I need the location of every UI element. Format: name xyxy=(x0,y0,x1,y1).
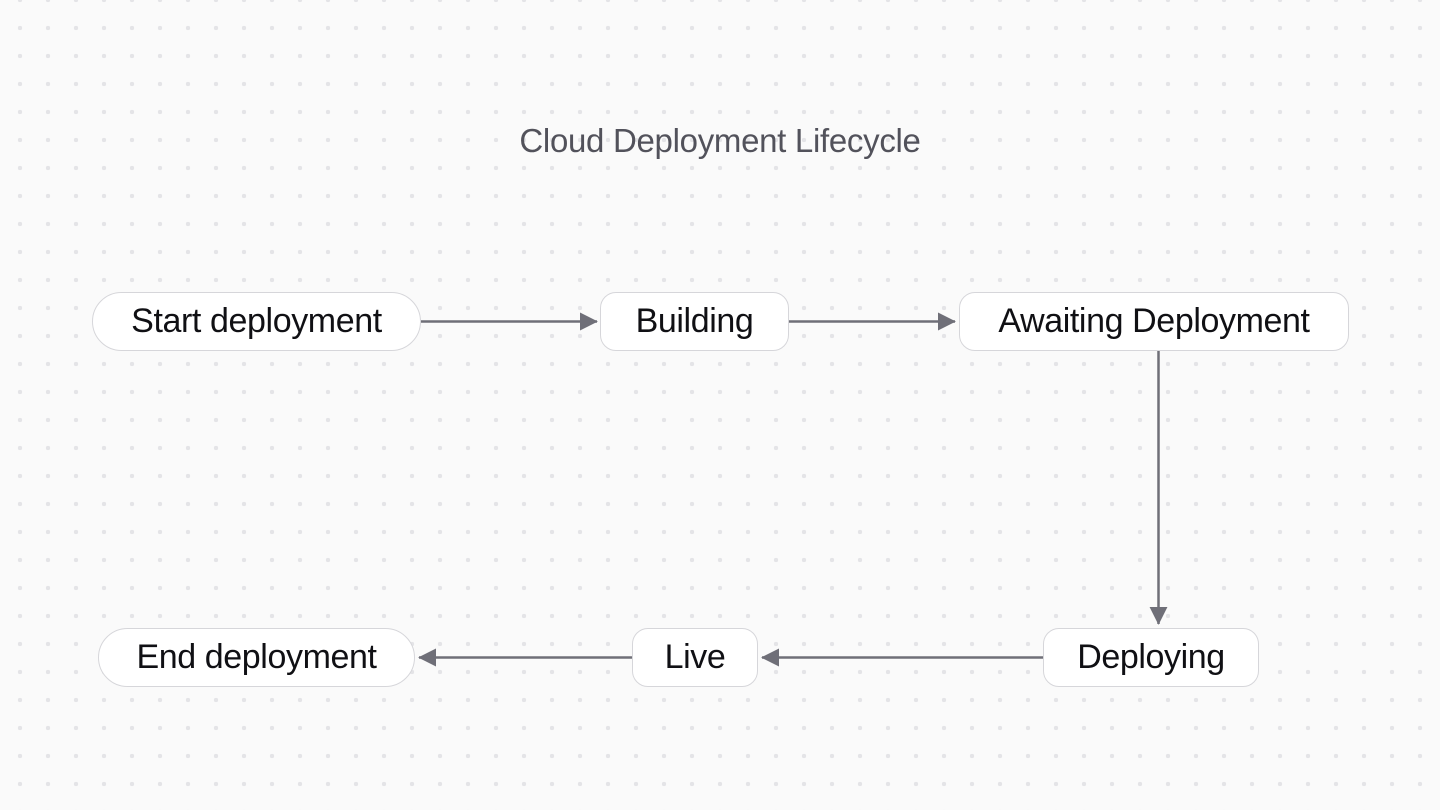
node-label: Live xyxy=(664,638,726,676)
node-start-deployment[interactable]: Start deployment xyxy=(92,292,421,351)
node-live[interactable]: Live xyxy=(632,628,758,687)
node-awaiting-deployment[interactable]: Awaiting Deployment xyxy=(959,292,1349,351)
node-label: Building xyxy=(635,302,754,340)
node-label: End deployment xyxy=(136,638,377,676)
node-deploying[interactable]: Deploying xyxy=(1043,628,1259,687)
node-label: Start deployment xyxy=(131,302,382,340)
node-building[interactable]: Building xyxy=(600,292,789,351)
node-end-deployment[interactable]: End deployment xyxy=(98,628,415,687)
diagram-title: Cloud Deployment Lifecycle xyxy=(519,122,921,159)
node-label: Awaiting Deployment xyxy=(998,302,1310,340)
node-label: Deploying xyxy=(1077,638,1225,676)
